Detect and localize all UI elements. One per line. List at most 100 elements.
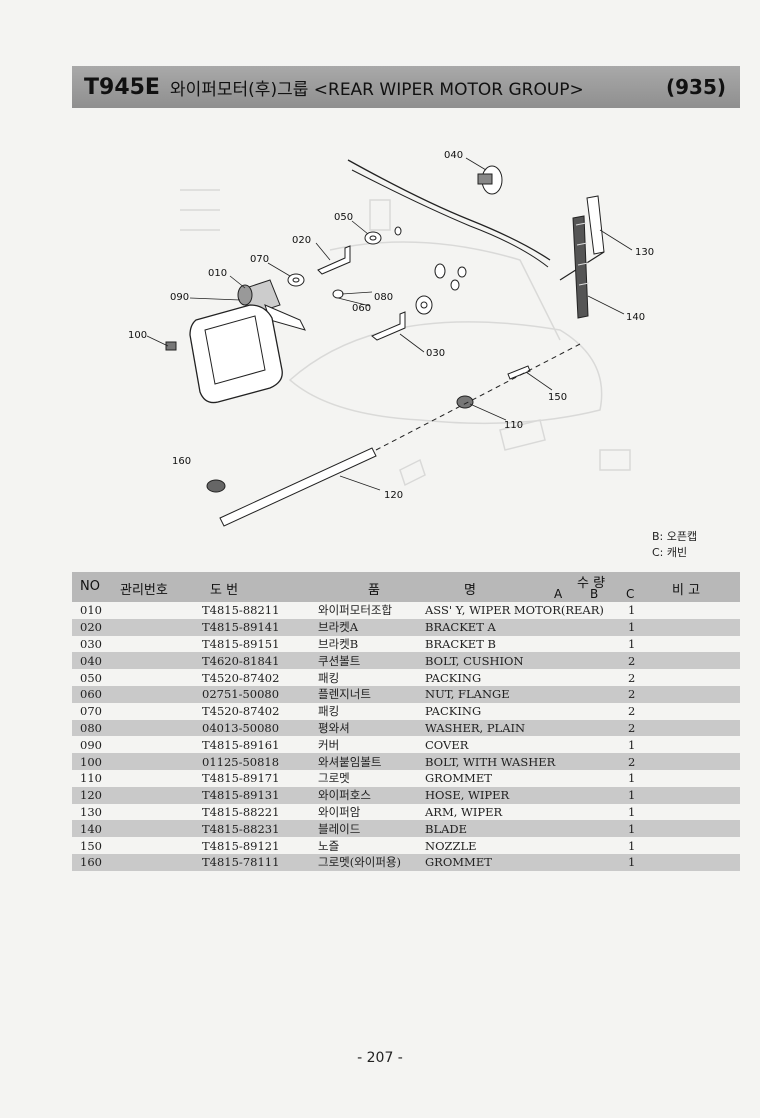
bracket-a-020 <box>317 245 351 275</box>
model-code: T945E <box>84 74 160 100</box>
cell-qty: 2 <box>628 670 636 685</box>
table-body: 010 T4815-88211 와이퍼모터조합 ASS' Y, WIPER MOTOR… <box>72 602 740 871</box>
cell-qty: 2 <box>628 754 636 769</box>
nozzle-150 <box>507 365 531 380</box>
header-qty: 수 량 <box>577 576 606 591</box>
cell-qty: 1 <box>628 737 636 752</box>
callout-070: 070 <box>250 254 269 265</box>
cell-no: 150 <box>80 838 102 853</box>
cell-name-korean: 그로멧(와이퍼용) <box>318 855 402 870</box>
cell-part-number: T4815-88211 <box>202 603 280 618</box>
cell-qty: 2 <box>628 704 636 719</box>
header-remark: 비 고 <box>672 583 701 598</box>
cell-no: 070 <box>80 704 102 719</box>
cell-no: 020 <box>80 620 102 635</box>
table-header: NO 관리번호 도 번 품 명 수 량 A B C 비 고 <box>72 572 740 602</box>
cell-part-number: T4815-89151 <box>202 636 280 651</box>
cell-qty: 1 <box>628 838 636 853</box>
cell-name-english: BRACKET B <box>425 636 496 651</box>
cell-part-number: T4620-81841 <box>202 653 280 668</box>
cover-090 <box>189 304 283 404</box>
cell-name-english: ARM, WIPER <box>425 804 503 819</box>
legend: B: 오픈캡 C: 캐빈 <box>652 529 697 561</box>
cell-qty: 1 <box>628 636 636 651</box>
callout-060: 060 <box>352 303 371 314</box>
cell-qty: 1 <box>628 603 636 618</box>
cell-qty: 2 <box>628 653 636 668</box>
cell-name-english: ASS' Y, WIPER MOTOR(REAR) <box>425 603 604 618</box>
callout-040: 040 <box>444 150 463 161</box>
cell-no: 030 <box>80 636 102 651</box>
cell-name-korean: 와이퍼모터조합 <box>318 603 393 618</box>
cell-name-korean: 쿠션볼트 <box>318 653 361 668</box>
table-row: 030 T4815-89151 브라켓B BRACKET B 1 <box>72 636 740 653</box>
cell-name-korean: 패킹 <box>318 670 340 685</box>
cell-part-number: T4520-87402 <box>202 670 280 685</box>
cell-no: 110 <box>80 771 102 786</box>
header-qty-a: A <box>554 587 563 601</box>
header-no: NO <box>80 579 100 594</box>
cell-part-number: 01125-50818 <box>202 754 280 769</box>
cell-no: 140 <box>80 821 102 836</box>
cell-name-english: COVER <box>425 737 469 752</box>
callout-050: 050 <box>334 212 353 223</box>
cell-name-korean: 와셔붙임볼트 <box>318 754 382 769</box>
group-number: (935) <box>665 75 726 99</box>
cell-part-number: T4815-89171 <box>202 771 280 786</box>
callout-100: 100 <box>128 330 147 341</box>
cell-name-english: BOLT, WITH WASHER <box>425 754 556 769</box>
callout-010: 010 <box>208 268 227 279</box>
cell-name-korean: 평와셔 <box>318 720 350 735</box>
cell-qty: 1 <box>628 788 636 803</box>
callout-140: 140 <box>626 312 645 323</box>
callout-080: 080 <box>374 292 393 303</box>
table-row: 010 T4815-88211 와이퍼모터조합 ASS' Y, WIPER MOTOR… <box>72 602 740 619</box>
cell-name-english: WASHER, PLAIN <box>425 720 526 735</box>
cell-part-number: 04013-50080 <box>202 720 280 735</box>
header-qty-c: C <box>626 587 635 601</box>
cell-part-number: T4815-89131 <box>202 788 280 803</box>
header-qty-b: B <box>590 587 599 601</box>
cell-qty: 1 <box>628 804 636 819</box>
callout-030: 030 <box>426 348 445 359</box>
cell-no: 080 <box>80 720 102 735</box>
cell-name-korean: 플렌지너트 <box>318 687 371 702</box>
cell-name-korean: 와이퍼호스 <box>318 788 371 803</box>
cell-name-korean: 블레이드 <box>318 821 361 836</box>
cell-no: 060 <box>80 687 102 702</box>
header-mgmt: 관리번호 <box>120 583 168 598</box>
cell-name-korean: 패킹 <box>318 704 340 719</box>
cell-no: 130 <box>80 804 102 819</box>
exploded-parts-diagram: 040 050 020 070 010 090 080 060 100 030 … <box>128 150 654 527</box>
wiper-blade-140 <box>572 215 590 319</box>
header-name-2: 명 <box>464 583 476 598</box>
bracket-b-030 <box>371 311 406 341</box>
cell-name-english: HOSE, WIPER <box>425 788 510 803</box>
cell-name-korean: 브라켓B <box>318 636 359 651</box>
cell-part-number: T4815-89141 <box>202 620 280 635</box>
cell-qty: 1 <box>628 821 636 836</box>
header-drawing: 도 번 <box>210 583 239 598</box>
cell-qty: 2 <box>628 687 636 702</box>
callout-160: 160 <box>172 456 191 467</box>
cell-name-english: PACKING <box>425 670 482 685</box>
grommet-160 <box>206 479 226 493</box>
bolt-100 <box>165 341 177 351</box>
cell-no: 040 <box>80 653 102 668</box>
cell-qty: 1 <box>628 771 636 786</box>
cell-no: 010 <box>80 603 102 618</box>
cell-name-korean: 와이퍼암 <box>318 804 361 819</box>
grommet-110 <box>456 395 474 409</box>
